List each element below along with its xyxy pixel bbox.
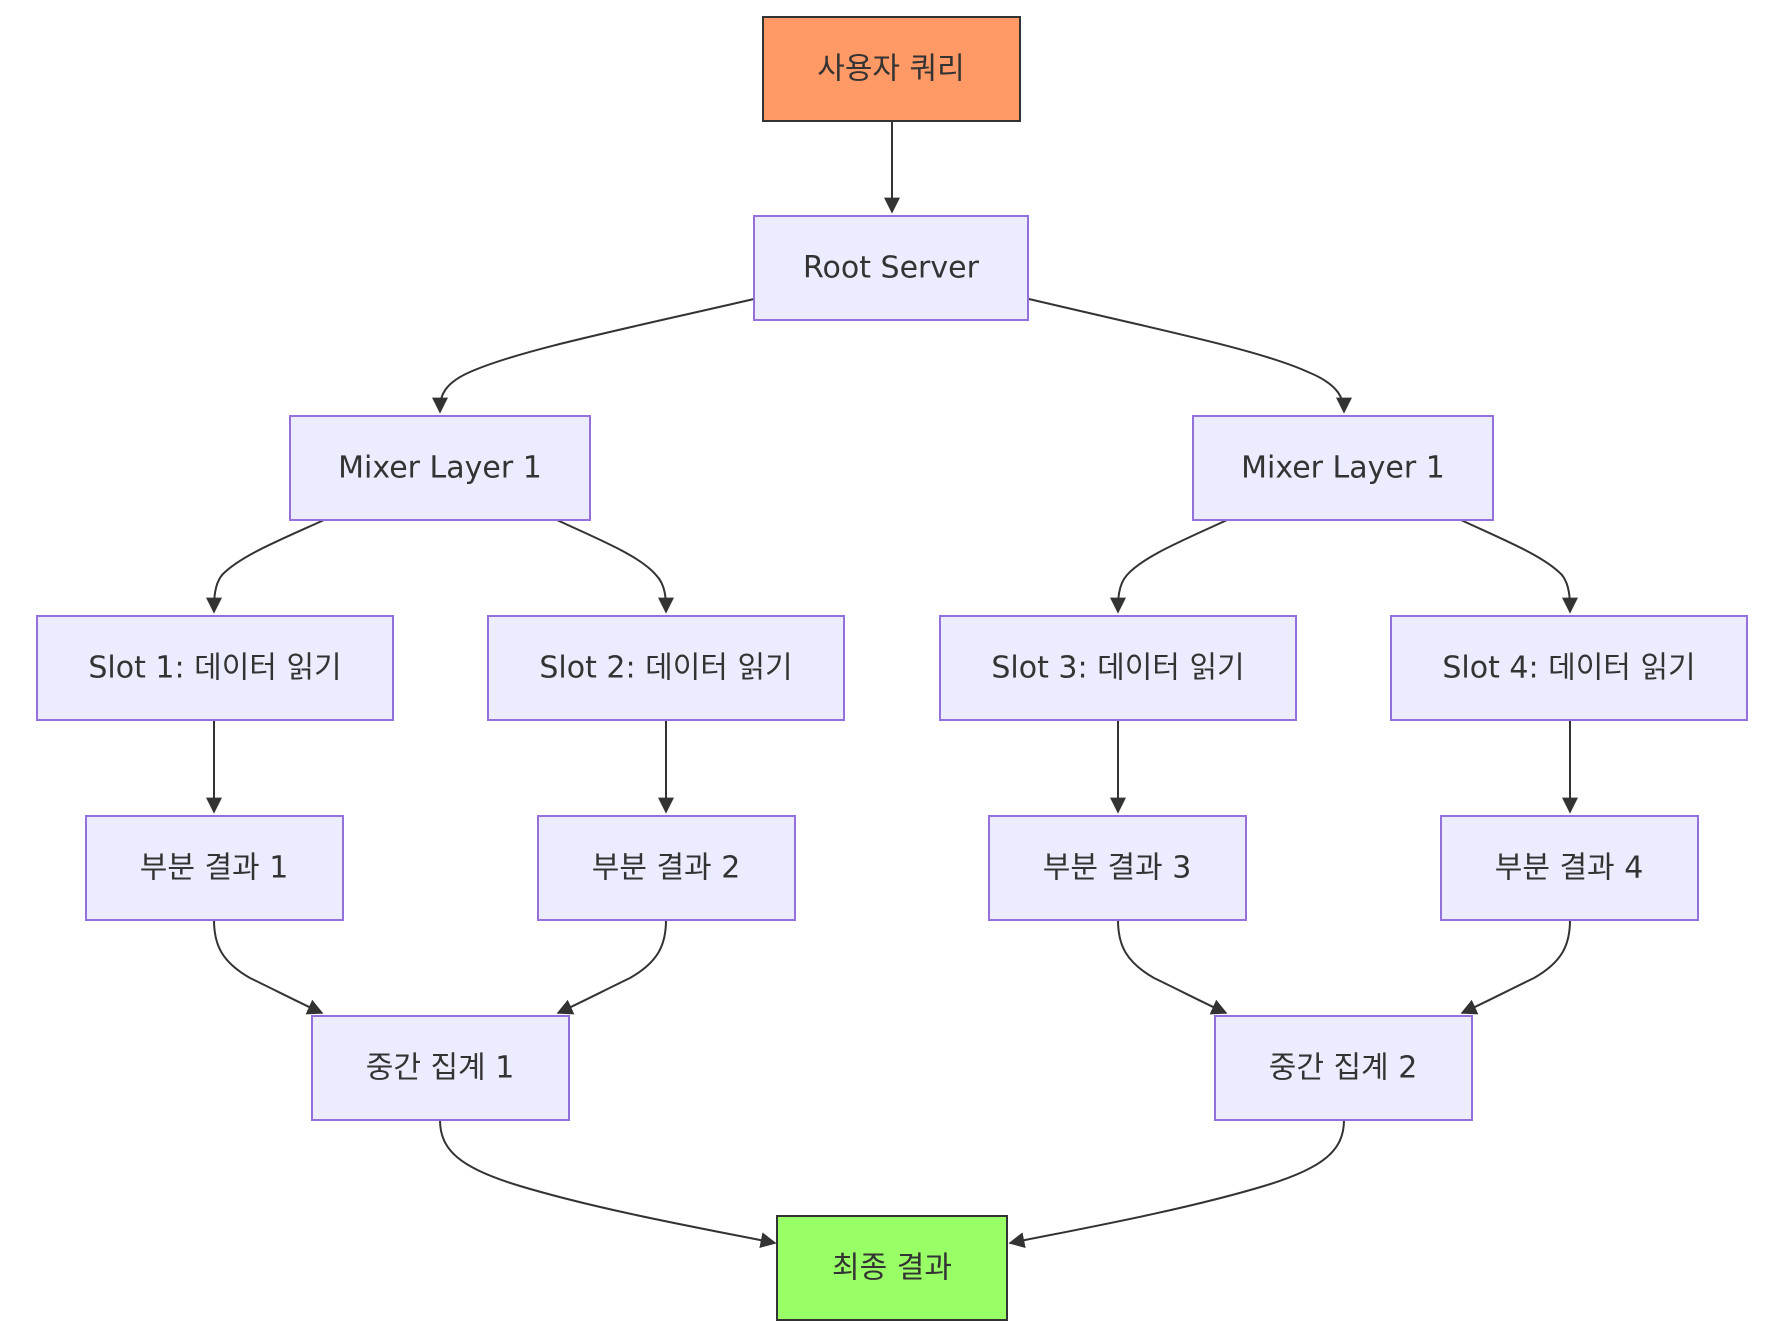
- node-partial-4-box: [1440, 815, 1699, 921]
- node-aggregate-1-box: [311, 1015, 570, 1121]
- edge-agg1-to-final: [439, 1119, 777, 1249]
- edge-partial1-to-agg1: [213, 919, 324, 1015]
- node-root-server-box: [753, 215, 1029, 321]
- node-slot-2-label: Slot 2: 데이터 읽기: [539, 651, 792, 686]
- edge-mixer-left-to-slot1: [206, 519, 325, 614]
- node-aggregate-2-label: 중간 집계 2: [1269, 1051, 1418, 1086]
- edge-partial2-to-agg1: [556, 919, 667, 1015]
- node-slot-3: Slot 3: 데이터 읽기: [939, 615, 1297, 721]
- node-slot-3-box: [939, 615, 1297, 721]
- node-partial-1: 부분 결과 1: [85, 815, 344, 921]
- node-final-result: 최종 결과: [776, 1215, 1008, 1321]
- node-slot-1-label: Slot 1: 데이터 읽기: [88, 651, 341, 686]
- node-partial-3-label: 부분 결과 3: [1043, 851, 1192, 886]
- node-partial-3: 부분 결과 3: [988, 815, 1247, 921]
- node-user-query: 사용자 쿼리: [762, 16, 1021, 122]
- edge-root-to-mixer-right: [1028, 298, 1352, 414]
- node-slot-4-label: Slot 4: 데이터 읽기: [1442, 651, 1695, 686]
- node-slot-1: Slot 1: 데이터 읽기: [36, 615, 394, 721]
- edge-root-to-mixer-left: [432, 298, 755, 414]
- node-partial-3-box: [988, 815, 1247, 921]
- node-mixer-right: Mixer Layer 1: [1192, 415, 1494, 521]
- node-partial-4: 부분 결과 4: [1440, 815, 1699, 921]
- node-slot-2: Slot 2: 데이터 읽기: [487, 615, 845, 721]
- edge-agg2-to-final: [1008, 1119, 1345, 1249]
- node-aggregate-1: 중간 집계 1: [311, 1015, 570, 1121]
- node-root-server: Root Server: [753, 215, 1029, 321]
- edge-mixer-left-to-slot2: [556, 519, 674, 614]
- node-slot-4-box: [1390, 615, 1748, 721]
- node-mixer-left-box: [289, 415, 591, 521]
- node-root-server-label: Root Server: [803, 251, 980, 286]
- node-user-query-label: 사용자 쿼리: [817, 52, 965, 87]
- node-final-result-label: 최종 결과: [832, 1251, 952, 1286]
- edge-partial3-to-agg2: [1117, 919, 1228, 1015]
- node-partial-1-label: 부분 결과 1: [140, 851, 289, 886]
- node-mixer-left-label: Mixer Layer 1: [338, 451, 542, 486]
- node-mixer-right-box: [1192, 415, 1494, 521]
- node-aggregate-2: 중간 집계 2: [1214, 1015, 1473, 1121]
- node-aggregate-1-label: 중간 집계 1: [366, 1051, 515, 1086]
- edge-mixer-right-to-slot3: [1110, 519, 1228, 614]
- node-partial-4-label: 부분 결과 4: [1495, 851, 1644, 886]
- edge-partial4-to-agg2: [1460, 919, 1571, 1015]
- node-slot-3-label: Slot 3: 데이터 읽기: [991, 651, 1244, 686]
- node-mixer-left: Mixer Layer 1: [289, 415, 591, 521]
- node-slot-2-box: [487, 615, 845, 721]
- node-final-result-box: [776, 1215, 1008, 1321]
- node-user-query-box: [762, 16, 1021, 122]
- edges: [206, 121, 1578, 1249]
- nodes: 사용자 쿼리 Root Server Mixer Layer 1 Mixer L…: [36, 16, 1748, 1321]
- node-partial-2: 부분 결과 2: [537, 815, 796, 921]
- node-aggregate-2-box: [1214, 1015, 1473, 1121]
- node-mixer-right-label: Mixer Layer 1: [1241, 451, 1445, 486]
- node-partial-2-label: 부분 결과 2: [592, 851, 741, 886]
- node-partial-1-box: [85, 815, 344, 921]
- node-slot-4: Slot 4: 데이터 읽기: [1390, 615, 1748, 721]
- node-slot-1-box: [36, 615, 394, 721]
- edge-mixer-right-to-slot4: [1460, 519, 1578, 614]
- node-partial-2-box: [537, 815, 796, 921]
